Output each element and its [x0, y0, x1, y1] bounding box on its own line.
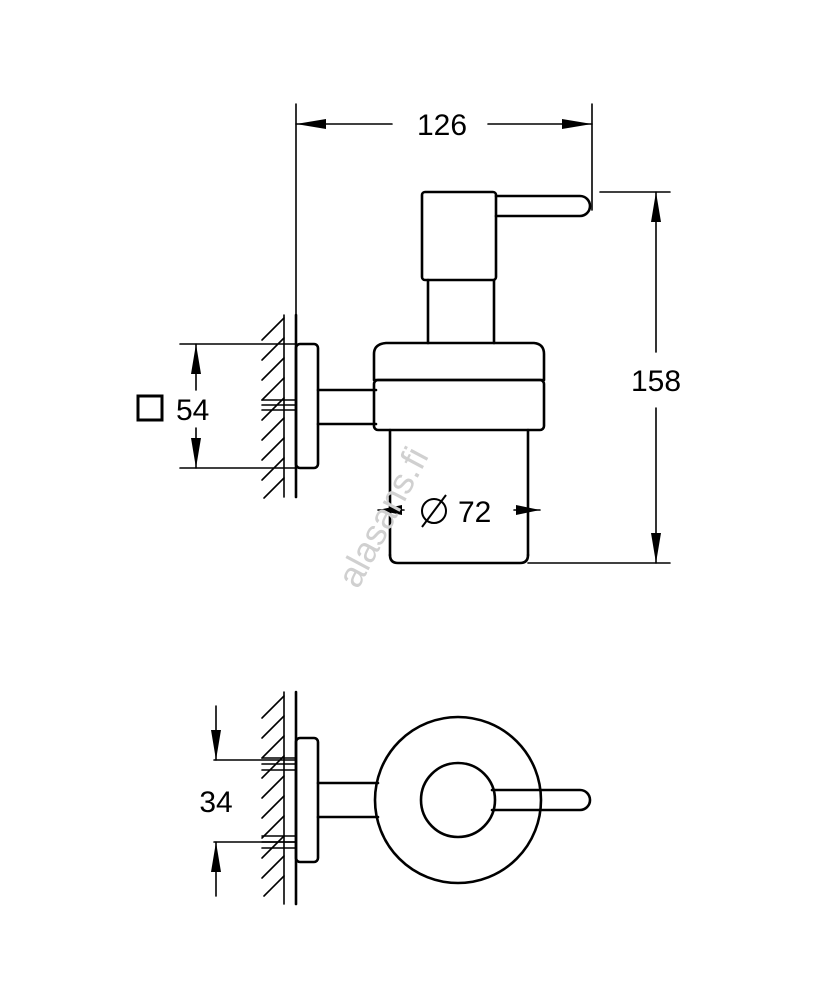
wall-hatch-side [261, 690, 298, 906]
dimension-diameter-label: 72 [458, 496, 491, 529]
side-view: 34 [199, 690, 592, 906]
wall-hatch-front [261, 313, 298, 499]
dimension-diameter: 72 [377, 494, 541, 529]
rosette-plate [294, 342, 320, 470]
square-symbol-icon [136, 394, 164, 422]
pump-spout-top [490, 788, 592, 812]
pump-head-top [419, 761, 497, 839]
dimension-offset: 34 [199, 705, 297, 897]
glass-container [388, 428, 530, 565]
mounting-arm-side [316, 781, 380, 819]
holder-ring-top [373, 715, 543, 885]
dimension-height-label: 158 [631, 365, 681, 398]
mounting-arm [316, 388, 378, 426]
dimension-width-label: 126 [417, 109, 467, 142]
pump-cap [372, 341, 546, 382]
pump-stem [426, 278, 496, 345]
front-view: 126 158 54 [136, 103, 681, 565]
holder-ring [372, 378, 546, 432]
rosette-plate-side [294, 736, 320, 864]
pump-spout [494, 194, 592, 218]
dimension-width: 126 [295, 103, 593, 316]
pump-head [420, 190, 498, 282]
dimension-rosette-label: 54 [176, 394, 209, 427]
diameter-symbol-icon [421, 494, 447, 528]
dimension-rosette: 54 [136, 343, 297, 469]
watermark: alasans.fi [329, 440, 437, 594]
dimension-height: 158 [527, 191, 681, 564]
dimension-offset-label: 34 [199, 786, 232, 819]
